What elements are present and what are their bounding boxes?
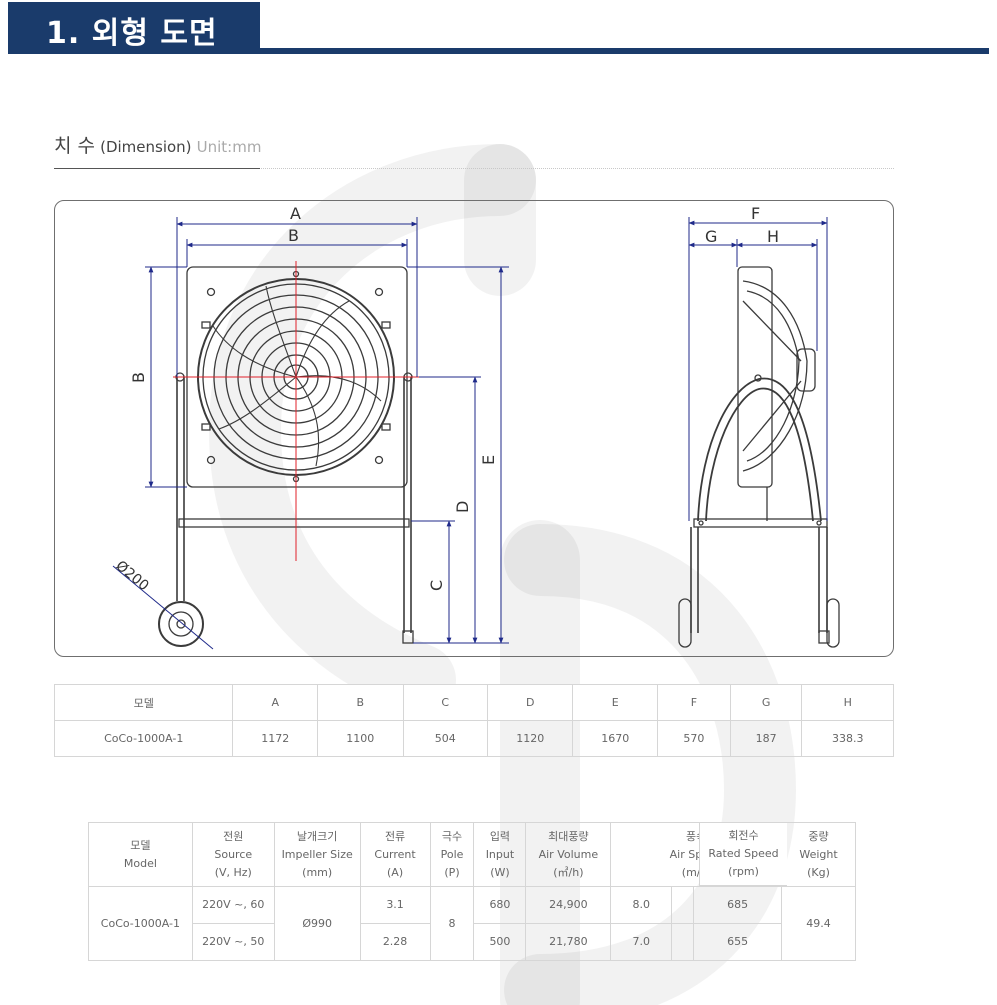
front-dimensions [112,217,509,650]
dim-cell: 570 [657,720,731,757]
dim-cell: 1670 [572,720,659,757]
label-A: A [290,204,301,223]
table-row: 220V ~, 50 2.28 500 21,780 7.0 655 [89,923,856,961]
label-G: G [705,227,717,246]
dim-cell: CoCo-1000A-1 [53,720,234,757]
label-B-top: B [288,226,299,245]
spec-impeller: Ø990 [273,886,361,961]
dimension-labels: A B B E D C Ø200 F G H [112,204,779,594]
dim-header-cell: F [657,684,731,721]
dim-header-cell: 모델 [53,684,234,721]
label-C: C [427,580,446,591]
spec-rpm: 655 [693,923,783,961]
front-centerlines [173,261,419,561]
front-view [158,266,414,647]
label-D: D [453,501,472,513]
dimension-table: 모델 A B C D E F G H CoCo-1000A-1 1172 110… [53,684,894,757]
dim-header-cell: C [402,684,488,721]
spec-air-speed: 8.0 [610,886,695,924]
section-unit: Unit:mm [196,138,262,156]
section-heading-underline [54,168,260,169]
label-wheel: Ø200 [112,558,151,595]
spec-current: 3.1 [359,886,431,924]
dim-header-cell: E [572,684,659,721]
label-E: E [479,455,498,465]
table-row: CoCo-1000A-1 220V ~, 60 Ø990 3.1 8 680 2… [88,886,856,961]
spec-rpm: 685 [693,886,783,924]
spec-input: 680 [473,886,527,924]
spec-current: 2.28 [359,923,431,961]
spec-air-speed-value: 8.0 [632,898,650,911]
dim-cell: 1100 [317,720,404,757]
dim-cell: 1172 [232,720,318,757]
fan-drawing-svg: A B B E D C Ø200 F G H [112,204,840,650]
dimension-section-heading: 치 수 (Dimension) Unit:mm [54,131,894,169]
section-title-ko: 치 수 [54,135,95,157]
dim-cell: 187 [729,720,803,757]
dim-header-cell: H [801,684,894,721]
dim-header-cell: A [232,684,318,721]
section-title-en: (Dimension) [100,138,192,156]
spec-air-speed-value: 7.0 [632,935,650,948]
spec-air-speed: 7.0 [610,923,695,961]
side-view [678,266,840,648]
dim-cell: 504 [402,720,488,757]
spec-input: 500 [473,923,527,961]
spec-weight: 49.4 [781,886,856,961]
page-title: 1. 외형 도면 [46,16,218,51]
dim-header-cell: G [729,684,803,721]
title-rule [260,48,989,54]
title-box: 1. 외형 도면 [8,2,260,54]
dimension-table-header: 모델 A B C D E F G H [53,684,894,721]
dim-cell: 1120 [486,720,574,757]
page-title-bar: 1. 외형 도면 [8,2,989,54]
side-dimensions [688,217,828,521]
label-F: F [751,204,760,223]
spec-air-volume: 24,900 [525,886,612,924]
dimension-drawing: A B B E D C Ø200 F G H [54,200,894,657]
spec-model: CoCo-1000A-1 [88,886,193,961]
label-H: H [767,227,779,246]
label-B-side: B [129,372,148,383]
table-row: CoCo-1000A-1 1172 1100 504 1120 1670 570… [53,720,894,757]
spec-air-volume: 21,780 [525,923,612,961]
spec-source: 220V ~, 60 [191,886,275,924]
spec-header-rated-speed: 회전수 Rated Speed (rpm) [699,822,787,886]
spec-pole: 8 [429,886,475,961]
dim-header-cell: B [317,684,404,721]
dim-header-cell: D [486,684,574,721]
dim-cell: 338.3 [801,720,894,757]
spec-source: 220V ~, 50 [191,923,275,961]
